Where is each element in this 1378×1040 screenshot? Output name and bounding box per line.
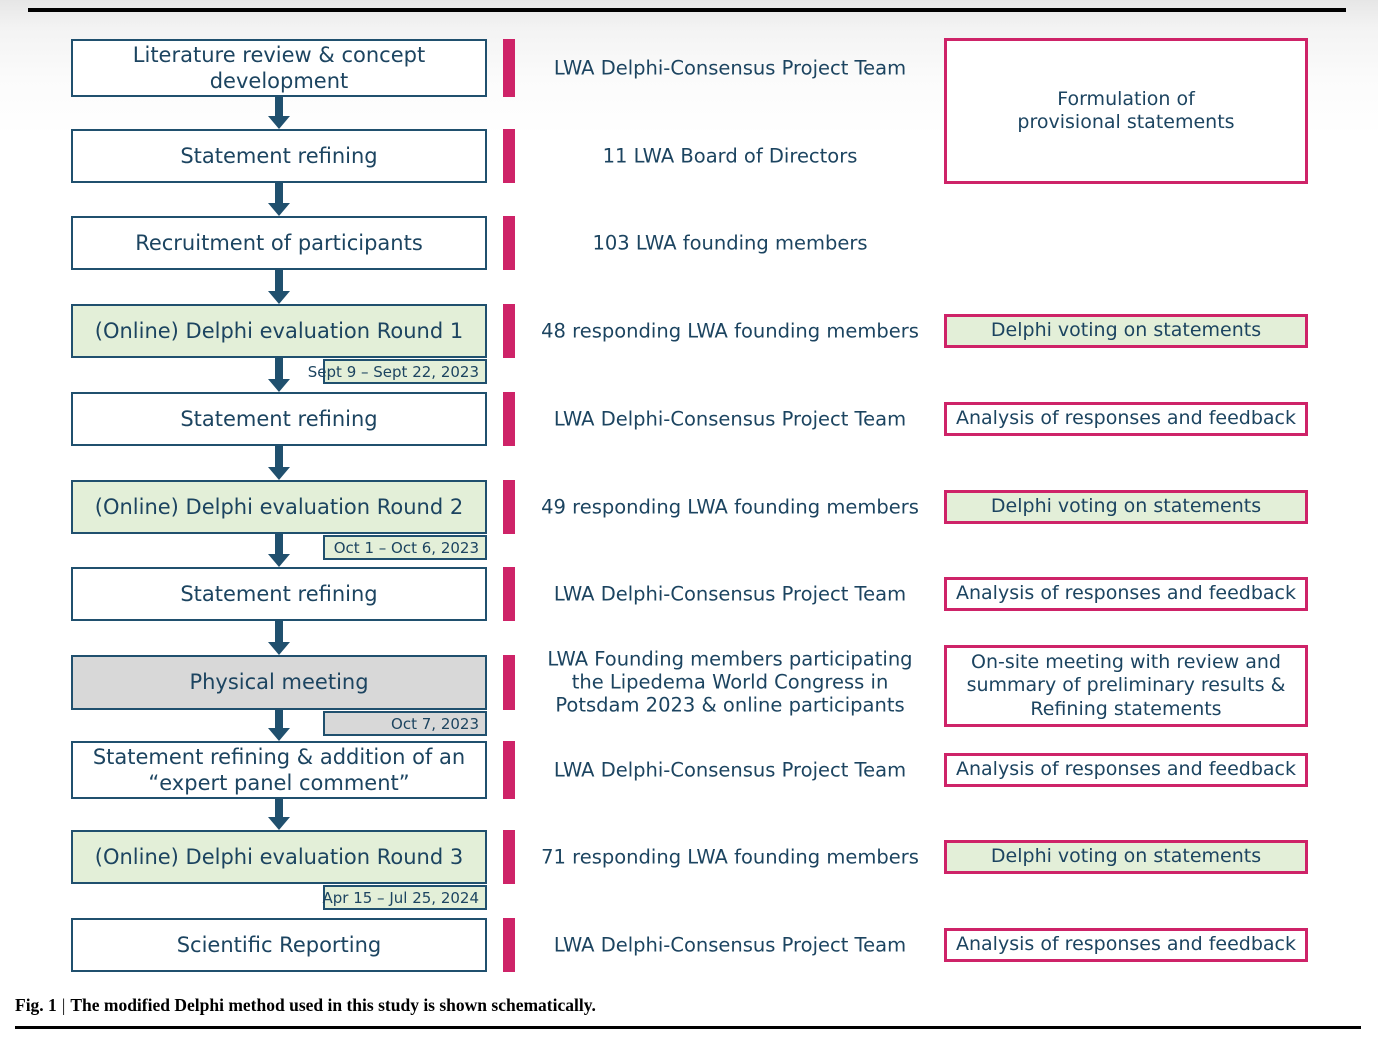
actor-accent-bar [503,741,515,799]
actor-label: 48 responding LWA founding members [541,319,919,343]
outcome-formulation-statements: Formulation of provisional statements [944,38,1308,184]
actor-accent-bar [503,216,515,270]
actor-label: LWA Founding members participating the L… [547,647,913,717]
flow-arrow-down-icon [268,358,290,392]
actor-label: 49 responding LWA founding members [541,495,919,519]
actor-accent-bar [503,304,515,358]
actor-accent-bar [503,830,515,884]
flow-arrow-down-icon [268,799,290,830]
step-recruitment: Recruitment of participants [71,216,487,270]
step-statement-refining-3: Statement refining [71,567,487,621]
flow-arrow-down-icon [268,183,290,216]
flow-arrow-down-icon [268,97,290,129]
step-statement-refining-2: Statement refining [71,392,487,446]
step-literature-review: Literature review & concept development [71,39,487,97]
actor-accent-bar [503,480,515,534]
outcome-analysis-3: Analysis of responses and feedback [944,753,1308,787]
outcome-delphi-voting-3: Delphi voting on statements [944,840,1308,874]
flow-arrow-down-icon [268,710,290,741]
outcome-analysis-1: Analysis of responses and feedback [944,402,1308,436]
flow-arrow-down-icon [268,534,290,567]
flow-arrow-down-icon [268,446,290,480]
step-delphi-round-2: (Online) Delphi evaluation Round 2 [71,480,487,534]
step-delphi-round-1: (Online) Delphi evaluation Round 1 [71,304,487,358]
figure-caption: Fig. 1|The modified Delphi method used i… [15,995,596,1016]
outcome-delphi-voting-1: Delphi voting on statements [944,314,1308,348]
figure-caption-label: Fig. 1 [15,995,57,1015]
actor-label: LWA Delphi-Consensus Project Team [553,933,907,957]
outcome-delphi-voting-2: Delphi voting on statements [944,490,1308,524]
actor-accent-bar [503,918,515,972]
step-statement-refining-1: Statement refining [71,129,487,183]
step-scientific-reporting: Scientific Reporting [71,918,487,972]
step-statement-refining-expert-panel: Statement refining & addition of an “exp… [71,741,487,799]
actor-label: LWA Delphi-Consensus Project Team [553,758,907,782]
flow-arrow-down-icon [268,270,290,304]
actor-accent-bar [503,39,515,97]
actor-label: LWA Delphi-Consensus Project Team [553,56,907,80]
actor-label: 11 LWA Board of Directors [602,144,858,168]
flow-arrow-down-icon [268,621,290,655]
top-rule [28,8,1346,12]
actor-accent-bar [503,567,515,621]
step-physical-meeting: Physical meeting [71,655,487,710]
actor-label: 71 responding LWA founding members [541,845,919,869]
figure-caption-text: The modified Delphi method used in this … [70,995,596,1015]
actor-accent-bar [503,655,515,710]
step-delphi-round-3: (Online) Delphi evaluation Round 3 [71,830,487,884]
actor-accent-bar [503,392,515,446]
date-badge-physical-meeting: Oct 7, 2023 [323,711,487,736]
bottom-rule [15,1026,1361,1029]
actor-label: LWA Delphi-Consensus Project Team [553,582,907,606]
outcome-onsite-meeting: On-site meeting with review and summary … [944,645,1308,727]
date-badge-round-3: Apr 15 – Jul 25, 2024 [322,885,487,910]
outcome-analysis-2: Analysis of responses and feedback [944,577,1308,611]
figure-caption-separator: | [61,995,66,1015]
actor-label: 103 LWA founding members [592,231,868,255]
date-badge-round-2: Oct 1 – Oct 6, 2023 [323,535,487,560]
date-badge-round-1: Sept 9 – Sept 22, 2023 [308,359,487,384]
actor-label: LWA Delphi-Consensus Project Team [553,407,907,431]
actor-accent-bar [503,129,515,183]
outcome-analysis-4: Analysis of responses and feedback [944,928,1308,962]
